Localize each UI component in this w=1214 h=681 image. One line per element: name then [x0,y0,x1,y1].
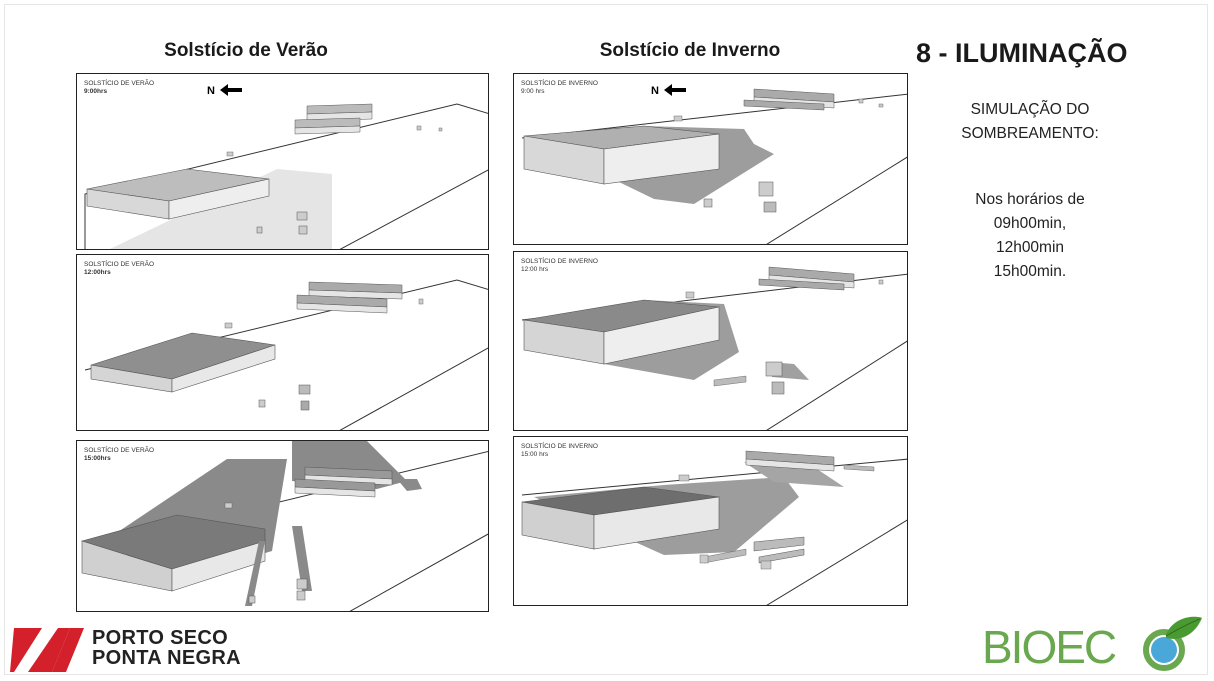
panel-time: 15:00hrs [84,455,111,462]
panel-time: 12:00 hrs [521,266,549,273]
panel-title: SOLSTÍCIO DE VERÃO [84,447,155,454]
panel-title: SOLSTÍCIO DE INVERNO [521,443,598,450]
bioeco-leaf-icon [1143,616,1202,671]
winter-12h-panel: SOLSTÍCIO DE INVERNO 12:00 hrs [513,251,908,431]
subtitle-line: SOMBREAMENTO: [961,125,1099,142]
schedule-text: Nos horários de 09h00min, 12h00min 15h00… [930,188,1130,284]
panel-title: SOLSTÍCIO DE INVERNO [521,80,598,87]
winter-9h-model [521,88,907,244]
bioeco-wordmark: BIOEC [982,621,1117,673]
winter-15h-panel: SOLSTÍCIO DE INVERNO 15:00 hrs [513,436,908,606]
summer-15h-panel: SOLSTÍCIO DE VERÃO 15:00hrs [76,440,489,612]
bioeco-logo: BIOEC [976,612,1208,676]
north-indicator: N [651,82,687,97]
north-label: N [651,85,659,97]
porto-seco-logo: PORTO SECO PONTA NEGRA [8,616,258,676]
schedule-line: 09h00min, [993,215,1067,232]
porto-line1: PORTO SECO [92,627,228,649]
summer-9h-model [84,103,488,249]
panel-time: 9:00hrs [84,88,108,95]
north-indicator: N [207,82,243,97]
panel-time: 9:00 hrs [521,88,545,95]
winter-15h-model [521,450,907,605]
subtitle-line: SIMULAÇÃO DO [970,101,1090,118]
schedule-line: Nos horários de [975,191,1085,208]
summer-column-title: Solstício de Verão [164,40,328,61]
winter-9h-panel: SOLSTÍCIO DE INVERNO 9:00 hrs N [513,73,908,245]
schedule-line: 12h00min [995,239,1065,256]
north-label: N [207,85,215,97]
slide-frame [4,4,1208,675]
porto-seco-logo-icon [10,628,84,672]
panel-time: 15:00 hrs [521,451,549,458]
schedule-line: 15h00min. [993,263,1067,280]
summer-12h-model [84,279,488,430]
summer-15h-model [80,441,488,611]
simulation-subtitle: SIMULAÇÃO DO SOMBREAMENTO: [930,98,1130,146]
arrow-left-icon [664,84,687,96]
panel-time: 12:00hrs [84,269,111,276]
panel-title: SOLSTÍCIO DE INVERNO [521,258,598,265]
section-title: 8 - ILUMINAÇÃO [916,38,1128,68]
panel-title: SOLSTÍCIO DE VERÃO [84,261,155,268]
summer-9h-panel: SOLSTÍCIO DE VERÃO 9:00hrs N [76,73,489,250]
porto-line2: PONTA NEGRA [92,647,241,669]
winter-12h-model [521,266,907,430]
summer-12h-panel: SOLSTÍCIO DE VERÃO 12:00hrs [76,254,489,431]
panel-title: SOLSTÍCIO DE VERÃO [84,80,155,87]
winter-column-title: Solstício de Inverno [599,40,781,61]
arrow-left-icon [220,84,243,96]
